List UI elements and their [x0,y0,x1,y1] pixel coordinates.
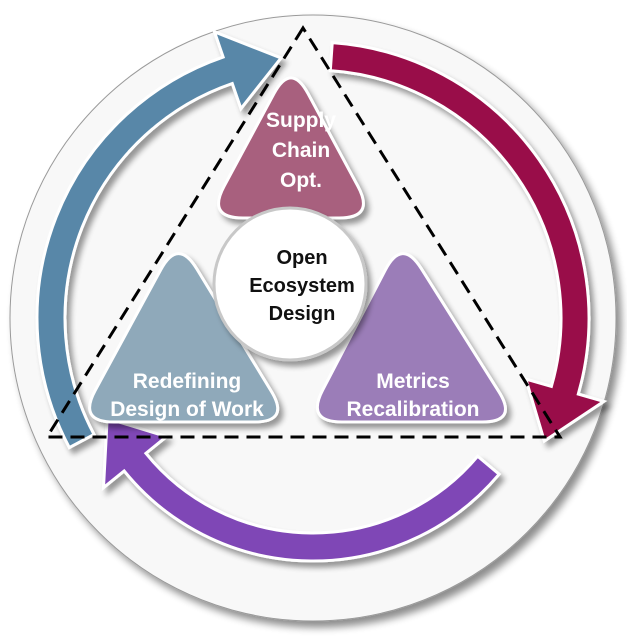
center-circle [212,206,368,362]
segment-label-metrics: Metrics [376,370,450,393]
segment-design-of-work [88,252,280,424]
cycle-arrow-magenta [328,41,608,444]
cycle-arrow-blue [35,29,284,450]
segment-supply-chain [217,76,365,220]
center-label: Open [276,247,327,269]
segment-label-design-of-work: Design of Work [110,398,264,421]
segment-metrics [316,252,507,424]
dashed-triangle-outline [44,25,563,439]
center-label: Design [269,303,336,325]
center-label: Ecosystem [249,275,355,297]
segment-label-supply-chain: Chain [272,139,330,162]
segment-label-supply-chain: Supply [266,109,336,132]
segment-label-design-of-work: Redefining [133,370,242,393]
segment-label-supply-chain: Opt. [280,169,322,192]
segment-label-metrics: Recalibration [346,398,479,421]
